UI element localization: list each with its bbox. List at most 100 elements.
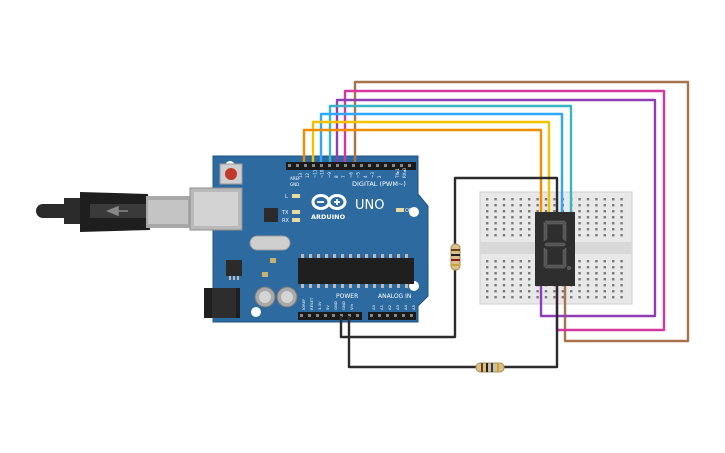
- breadboard-hole[interactable]: [502, 228, 506, 231]
- wire-blue[interactable]: [319, 112, 564, 212]
- header-pin[interactable]: [376, 164, 379, 167]
- breadboard-hole[interactable]: [511, 210, 514, 213]
- breadboard-hole[interactable]: [511, 278, 514, 281]
- breadboard-hole[interactable]: [578, 234, 581, 237]
- header-pin[interactable]: [400, 164, 403, 167]
- breadboard-hole[interactable]: [502, 260, 506, 263]
- resistor-horizontal[interactable]: [475, 362, 505, 373]
- breadboard-hole[interactable]: [578, 284, 581, 287]
- header-pin[interactable]: [340, 314, 343, 317]
- breadboard-hole[interactable]: [612, 284, 615, 287]
- breadboard-hole[interactable]: [620, 210, 623, 213]
- breadboard-hole[interactable]: [502, 296, 506, 299]
- breadboard-hole[interactable]: [586, 296, 590, 299]
- breadboard-hole[interactable]: [502, 266, 506, 269]
- breadboard-hole[interactable]: [578, 198, 581, 201]
- breadboard-hole[interactable]: [528, 284, 531, 287]
- header-pin[interactable]: [384, 164, 387, 167]
- breadboard-hole[interactable]: [612, 234, 615, 237]
- breadboard-hole[interactable]: [519, 260, 522, 263]
- seven-segment-display[interactable]: 8: [535, 212, 575, 301]
- breadboard-hole[interactable]: [578, 228, 581, 231]
- breadboard-hole[interactable]: [502, 198, 506, 201]
- breadboard-hole[interactable]: [486, 272, 489, 275]
- header-pin[interactable]: [360, 164, 363, 167]
- breadboard-hole[interactable]: [486, 210, 489, 213]
- breadboard-hole[interactable]: [586, 284, 590, 287]
- breadboard-hole[interactable]: [603, 296, 606, 299]
- breadboard-hole[interactable]: [620, 222, 623, 225]
- breadboard-hole[interactable]: [612, 290, 615, 293]
- breadboard-hole[interactable]: [494, 222, 497, 225]
- breadboard-hole[interactable]: [578, 290, 581, 293]
- breadboard-hole[interactable]: [603, 272, 606, 275]
- breadboard-hole[interactable]: [511, 234, 514, 237]
- breadboard-hole[interactable]: [519, 216, 522, 219]
- breadboard-hole[interactable]: [519, 204, 522, 207]
- wire-yellow[interactable]: [311, 120, 551, 212]
- breadboard-hole[interactable]: [544, 198, 548, 201]
- breadboard-hole[interactable]: [502, 284, 506, 287]
- breadboard-hole[interactable]: [511, 260, 514, 263]
- header-pin[interactable]: [356, 314, 359, 317]
- breadboard-hole[interactable]: [595, 278, 598, 281]
- breadboard-hole[interactable]: [544, 204, 548, 207]
- breadboard-hole[interactable]: [603, 260, 606, 263]
- breadboard-hole[interactable]: [561, 290, 564, 293]
- breadboard-hole[interactable]: [603, 290, 606, 293]
- breadboard-hole[interactable]: [595, 228, 598, 231]
- breadboard-hole[interactable]: [519, 272, 522, 275]
- header-pin[interactable]: [370, 314, 373, 317]
- breadboard-hole[interactable]: [528, 204, 531, 207]
- breadboard-hole[interactable]: [595, 272, 598, 275]
- breadboard-hole[interactable]: [494, 198, 497, 201]
- breadboard-hole[interactable]: [603, 234, 606, 237]
- header-pin[interactable]: [324, 314, 327, 317]
- breadboard-hole[interactable]: [586, 204, 590, 207]
- breadboard-hole[interactable]: [536, 210, 539, 213]
- breadboard-hole[interactable]: [578, 222, 581, 225]
- breadboard-hole[interactable]: [494, 284, 497, 287]
- header-pin[interactable]: [336, 164, 339, 167]
- breadboard-hole[interactable]: [620, 260, 623, 263]
- breadboard-hole[interactable]: [595, 198, 598, 201]
- breadboard-hole[interactable]: [578, 216, 581, 219]
- arduino-uno-board[interactable]: DIGITAL (PWM~) AREF GND L TX RX ON UNO A…: [189, 155, 429, 323]
- breadboard-hole[interactable]: [578, 260, 581, 263]
- breadboard-hole[interactable]: [586, 272, 590, 275]
- breadboard-hole[interactable]: [603, 222, 606, 225]
- breadboard-hole[interactable]: [544, 290, 548, 293]
- breadboard-hole[interactable]: [612, 266, 615, 269]
- breadboard-hole[interactable]: [486, 222, 489, 225]
- breadboard-hole[interactable]: [486, 260, 489, 263]
- breadboard-hole[interactable]: [620, 272, 623, 275]
- breadboard-hole[interactable]: [595, 234, 598, 237]
- breadboard-hole[interactable]: [586, 198, 590, 201]
- breadboard-hole[interactable]: [620, 290, 623, 293]
- header-pin[interactable]: [344, 164, 347, 167]
- breadboard-hole[interactable]: [502, 204, 506, 207]
- header-pin[interactable]: [348, 314, 351, 317]
- header-pin[interactable]: [304, 164, 307, 167]
- breadboard-hole[interactable]: [502, 272, 506, 275]
- breadboard-hole[interactable]: [570, 290, 573, 293]
- header-pin[interactable]: [320, 164, 323, 167]
- breadboard-hole[interactable]: [528, 210, 531, 213]
- breadboard-hole[interactable]: [595, 216, 598, 219]
- breadboard-hole[interactable]: [544, 210, 548, 213]
- breadboard-hole[interactable]: [502, 210, 506, 213]
- breadboard-hole[interactable]: [486, 266, 489, 269]
- wire-black-gnd-2[interactable]: [347, 286, 559, 369]
- breadboard-hole[interactable]: [528, 278, 531, 281]
- wire-brown[interactable]: [353, 80, 690, 343]
- header-pin[interactable]: [288, 164, 291, 167]
- breadboard-hole[interactable]: [612, 198, 615, 201]
- breadboard-hole[interactable]: [511, 266, 514, 269]
- breadboard-hole[interactable]: [578, 272, 581, 275]
- breadboard-hole[interactable]: [486, 278, 489, 281]
- breadboard-hole[interactable]: [553, 296, 556, 299]
- breadboard-hole[interactable]: [519, 234, 522, 237]
- breadboard-hole[interactable]: [528, 266, 531, 269]
- breadboard-hole[interactable]: [502, 290, 506, 293]
